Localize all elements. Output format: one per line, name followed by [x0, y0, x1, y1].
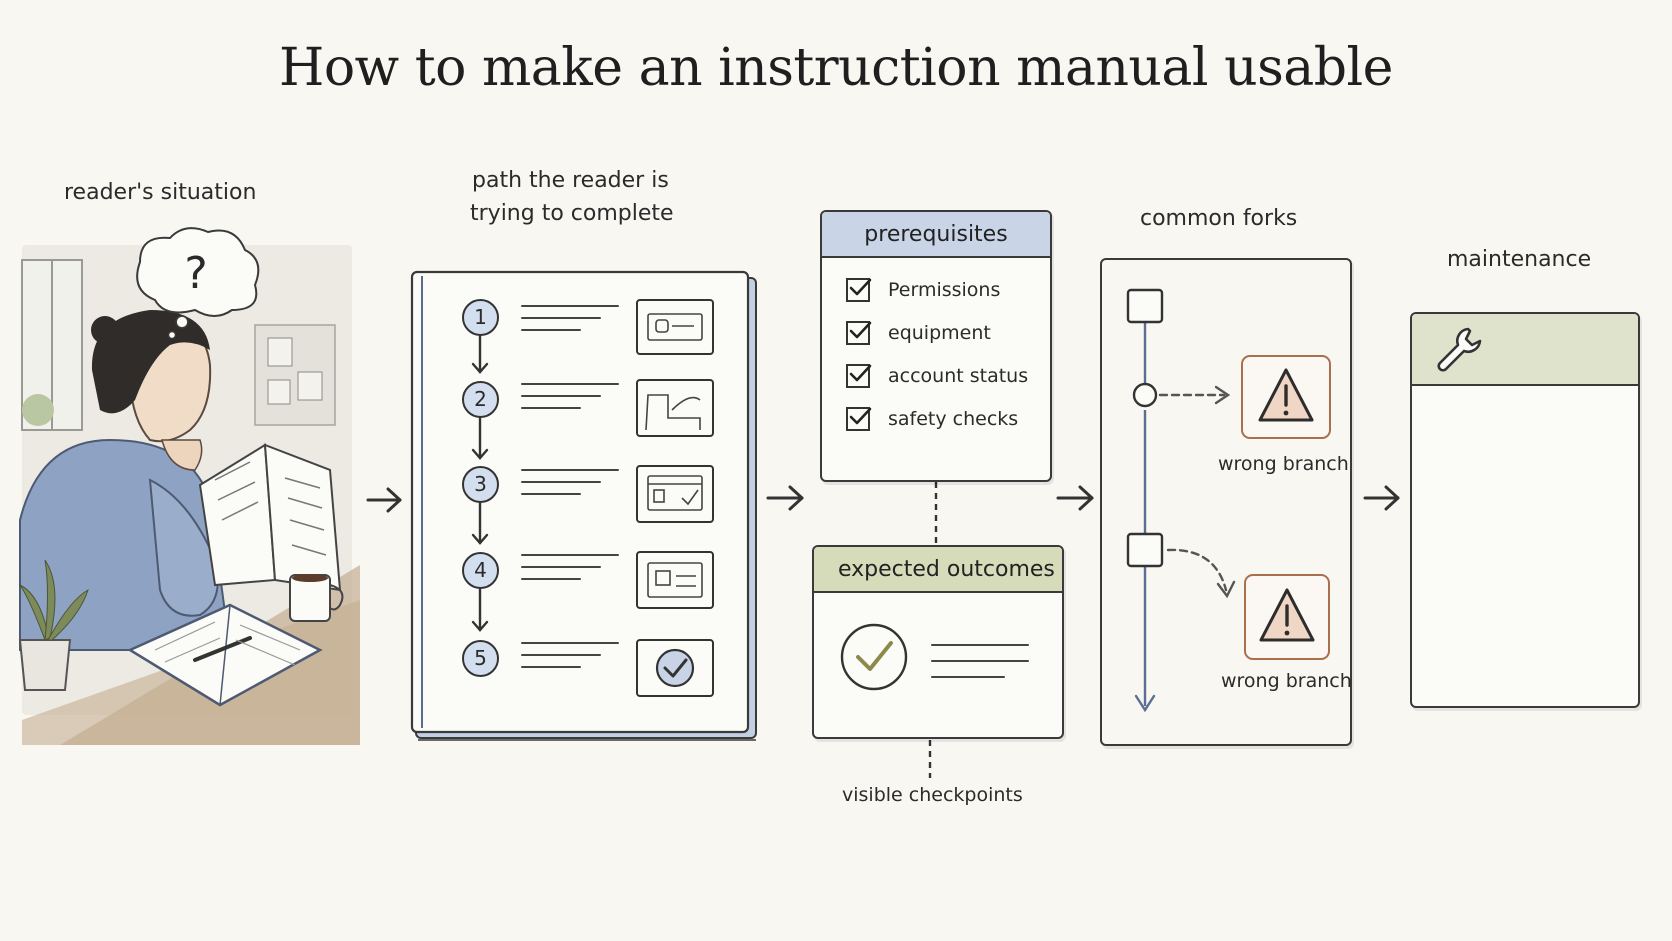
forks-flow	[1126, 288, 1164, 713]
thought-question-mark: ?	[184, 248, 207, 299]
wrong-branch-label: wrong branch	[1218, 453, 1349, 475]
thumbnail-details	[645, 313, 703, 598]
right-arrow-icon	[366, 487, 402, 513]
warning-icon	[1244, 574, 1330, 660]
checkbox-checked-icon	[846, 320, 872, 345]
prerequisite-item: equipment	[822, 311, 1050, 354]
common-forks-label: common forks	[1140, 206, 1298, 231]
maintenance-header	[1412, 314, 1638, 386]
step-thumbnail	[636, 551, 714, 609]
wrench-icon	[1437, 327, 1482, 372]
prerequisite-label: account status	[888, 364, 1029, 387]
step-number: 1	[462, 299, 499, 336]
step-number: 5	[462, 640, 499, 677]
prerequisite-item: Permissions	[822, 268, 1050, 311]
flow-arrows	[366, 485, 1400, 513]
checkbox-checked-icon	[846, 406, 872, 431]
step-number: 4	[462, 552, 499, 589]
maintenance-panel	[1410, 312, 1640, 708]
outcome-content	[840, 623, 1029, 691]
warning-icon	[1241, 355, 1331, 439]
checkmark-icon	[840, 623, 908, 691]
right-arrow-icon	[1363, 485, 1400, 511]
maintenance-label: maintenance	[1447, 247, 1592, 272]
right-arrow-icon	[1056, 485, 1094, 511]
checkbox-checked-icon	[846, 363, 872, 388]
reader-situation-label: reader's situation	[64, 180, 257, 205]
common-forks-panel	[1100, 258, 1352, 746]
step-number: 2	[462, 381, 499, 418]
right-arrow-icon	[766, 485, 804, 511]
step-text-lines	[521, 305, 619, 668]
path-label-line2: trying to complete	[470, 201, 674, 226]
wrong-branch-label: wrong branch	[1221, 670, 1352, 692]
expected-outcomes-heading: expected outcomes	[814, 547, 1062, 593]
checkbox-checked-icon	[846, 277, 872, 302]
checkpoint-connectors	[928, 482, 938, 778]
step-thumbnails	[636, 299, 714, 697]
checkmark-icon	[655, 648, 695, 688]
reader-illustration	[18, 227, 360, 745]
step-thumbnail	[636, 465, 714, 523]
prerequisite-label: Permissions	[888, 278, 1001, 301]
path-label-line1: path the reader is	[472, 168, 669, 193]
prerequisite-item: account status	[822, 354, 1050, 397]
step-connectors	[471, 333, 489, 632]
prerequisite-label: safety checks	[888, 407, 1019, 430]
prerequisite-label: equipment	[888, 321, 991, 344]
step-number: 3	[462, 466, 499, 503]
prerequisites-panel: prerequisites Permissions equipment acco…	[820, 210, 1052, 482]
prerequisites-heading: prerequisites	[822, 212, 1050, 258]
visible-checkpoints-label: visible checkpoints	[842, 784, 1023, 806]
prerequisite-item: safety checks	[822, 397, 1050, 440]
expected-outcomes-panel: expected outcomes	[812, 545, 1064, 739]
prerequisites-list: Permissions equipment account status saf…	[822, 258, 1050, 440]
page-title: How to make an instruction manual usable	[279, 38, 1393, 98]
fork-branch-arrows	[1158, 393, 1228, 592]
